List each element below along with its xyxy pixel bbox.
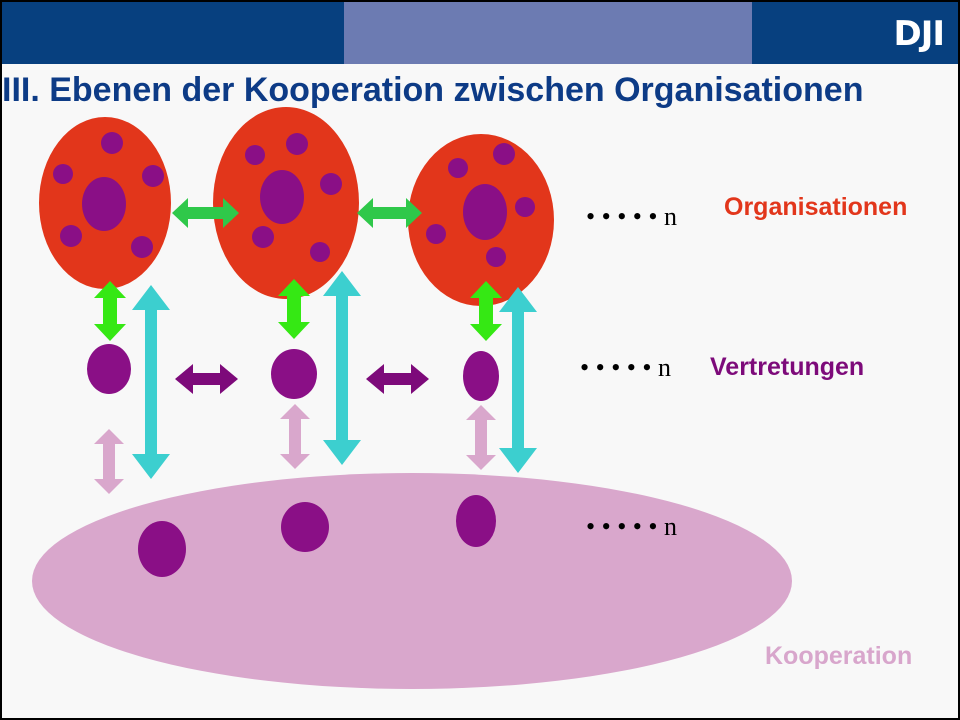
core-member (260, 170, 304, 224)
member-dot (245, 145, 265, 165)
member-dot (493, 143, 515, 165)
organisationen-label: Organisationen (724, 193, 907, 222)
member-dot (60, 225, 82, 247)
rep-koop-arrow (280, 404, 310, 469)
kooperation-member-3 (456, 495, 496, 547)
representative-2 (271, 349, 317, 399)
kooperation-member-1 (138, 521, 186, 577)
organisation-2 (213, 107, 359, 299)
member-dot (53, 164, 73, 184)
core-member (82, 177, 126, 231)
member-dot (320, 173, 342, 195)
member-dot (142, 165, 164, 187)
member-dot (286, 133, 308, 155)
organisation-1 (39, 117, 171, 289)
rep-link-arrow (175, 364, 238, 394)
member-dot (448, 158, 468, 178)
member-dot (252, 226, 274, 248)
member-dot (486, 247, 506, 267)
core-member (463, 184, 507, 240)
vertretungen-ellipsis: • • • • • n (580, 353, 671, 383)
member-dot (515, 197, 535, 217)
member-dot (310, 242, 330, 262)
rep-link-arrow (366, 364, 429, 394)
rep-koop-arrow (466, 405, 496, 470)
vertretungen-label: Vertretungen (710, 353, 864, 382)
org-koop-arrow (323, 271, 361, 465)
org-koop-arrow (499, 287, 537, 473)
org-rep-arrow (94, 281, 126, 341)
kooperation-label: Kooperation (765, 642, 912, 671)
kooperation-member-2 (281, 502, 329, 552)
rep-koop-arrow (94, 429, 124, 494)
representative-3 (463, 351, 499, 401)
representative-1 (87, 344, 131, 394)
organisation-3 (408, 134, 554, 306)
member-dot (426, 224, 446, 244)
organisationen-ellipsis: • • • • • n (586, 202, 677, 232)
kooperation-ellipsis: • • • • • n (586, 512, 677, 542)
kooperation-ellipse (32, 473, 792, 689)
org-koop-arrow (132, 285, 170, 479)
member-dot (131, 236, 153, 258)
member-dot (101, 132, 123, 154)
